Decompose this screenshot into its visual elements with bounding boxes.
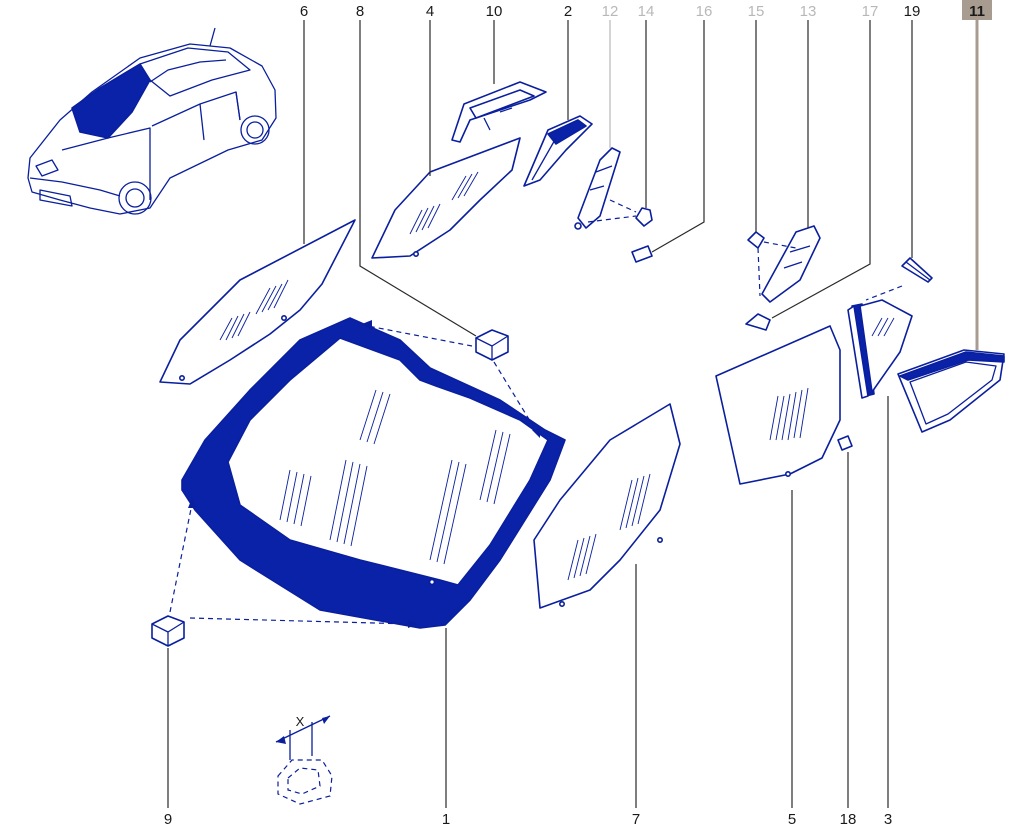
callout-14: 14 [638, 3, 655, 20]
part-3-channel [847, 303, 875, 399]
callout-8: 8 [356, 3, 364, 20]
callout-4: 4 [426, 3, 434, 20]
part-18-screw [837, 435, 853, 451]
callout-1: 1 [442, 811, 450, 828]
part-14-nut [635, 207, 653, 227]
part-17-clip [745, 313, 771, 331]
callout-18: 18 [840, 811, 857, 828]
dimension-detail: X [275, 714, 333, 805]
vehicle-illustration [27, 27, 277, 215]
part-13-regulator [761, 225, 821, 303]
callout-12: 12 [602, 3, 619, 20]
callout-3: 3 [884, 811, 892, 828]
leader-lines [167, 20, 979, 808]
part-2-frame [523, 115, 593, 187]
callout-11: 11 [969, 3, 985, 20]
part-8-block [475, 329, 509, 361]
callout-19: 19 [904, 3, 921, 20]
callout-17: 17 [862, 3, 879, 20]
part-10-frame [451, 81, 547, 143]
part-12-regulator [574, 147, 621, 230]
callout-5: 5 [788, 811, 796, 828]
callout-13: 13 [800, 3, 817, 20]
callout-labels: 6 8 4 10 2 12 14 16 15 13 17 19 11 9 1 7… [164, 3, 985, 828]
callout-10: 10 [486, 3, 503, 20]
part-7-glass [533, 403, 681, 609]
part-19-screw [901, 257, 933, 283]
part-4-glass [371, 137, 521, 259]
part-11-quarter-glass [897, 349, 1005, 433]
callout-11-tag [962, 0, 992, 20]
part-15-nut [747, 231, 765, 249]
part-1-windscreen [181, 317, 566, 629]
part-16-clip [631, 245, 653, 263]
callout-15: 15 [748, 3, 765, 20]
callout-2: 2 [564, 3, 572, 20]
part-9-block [151, 615, 185, 647]
dimension-x-label: X [296, 714, 305, 729]
callout-6: 6 [300, 3, 308, 20]
part-6-glass [159, 219, 356, 385]
callout-7: 7 [632, 811, 640, 828]
part-vent-window [859, 299, 913, 393]
part-5-glass [715, 325, 841, 485]
callout-9: 9 [164, 811, 172, 828]
callout-16: 16 [696, 3, 713, 20]
